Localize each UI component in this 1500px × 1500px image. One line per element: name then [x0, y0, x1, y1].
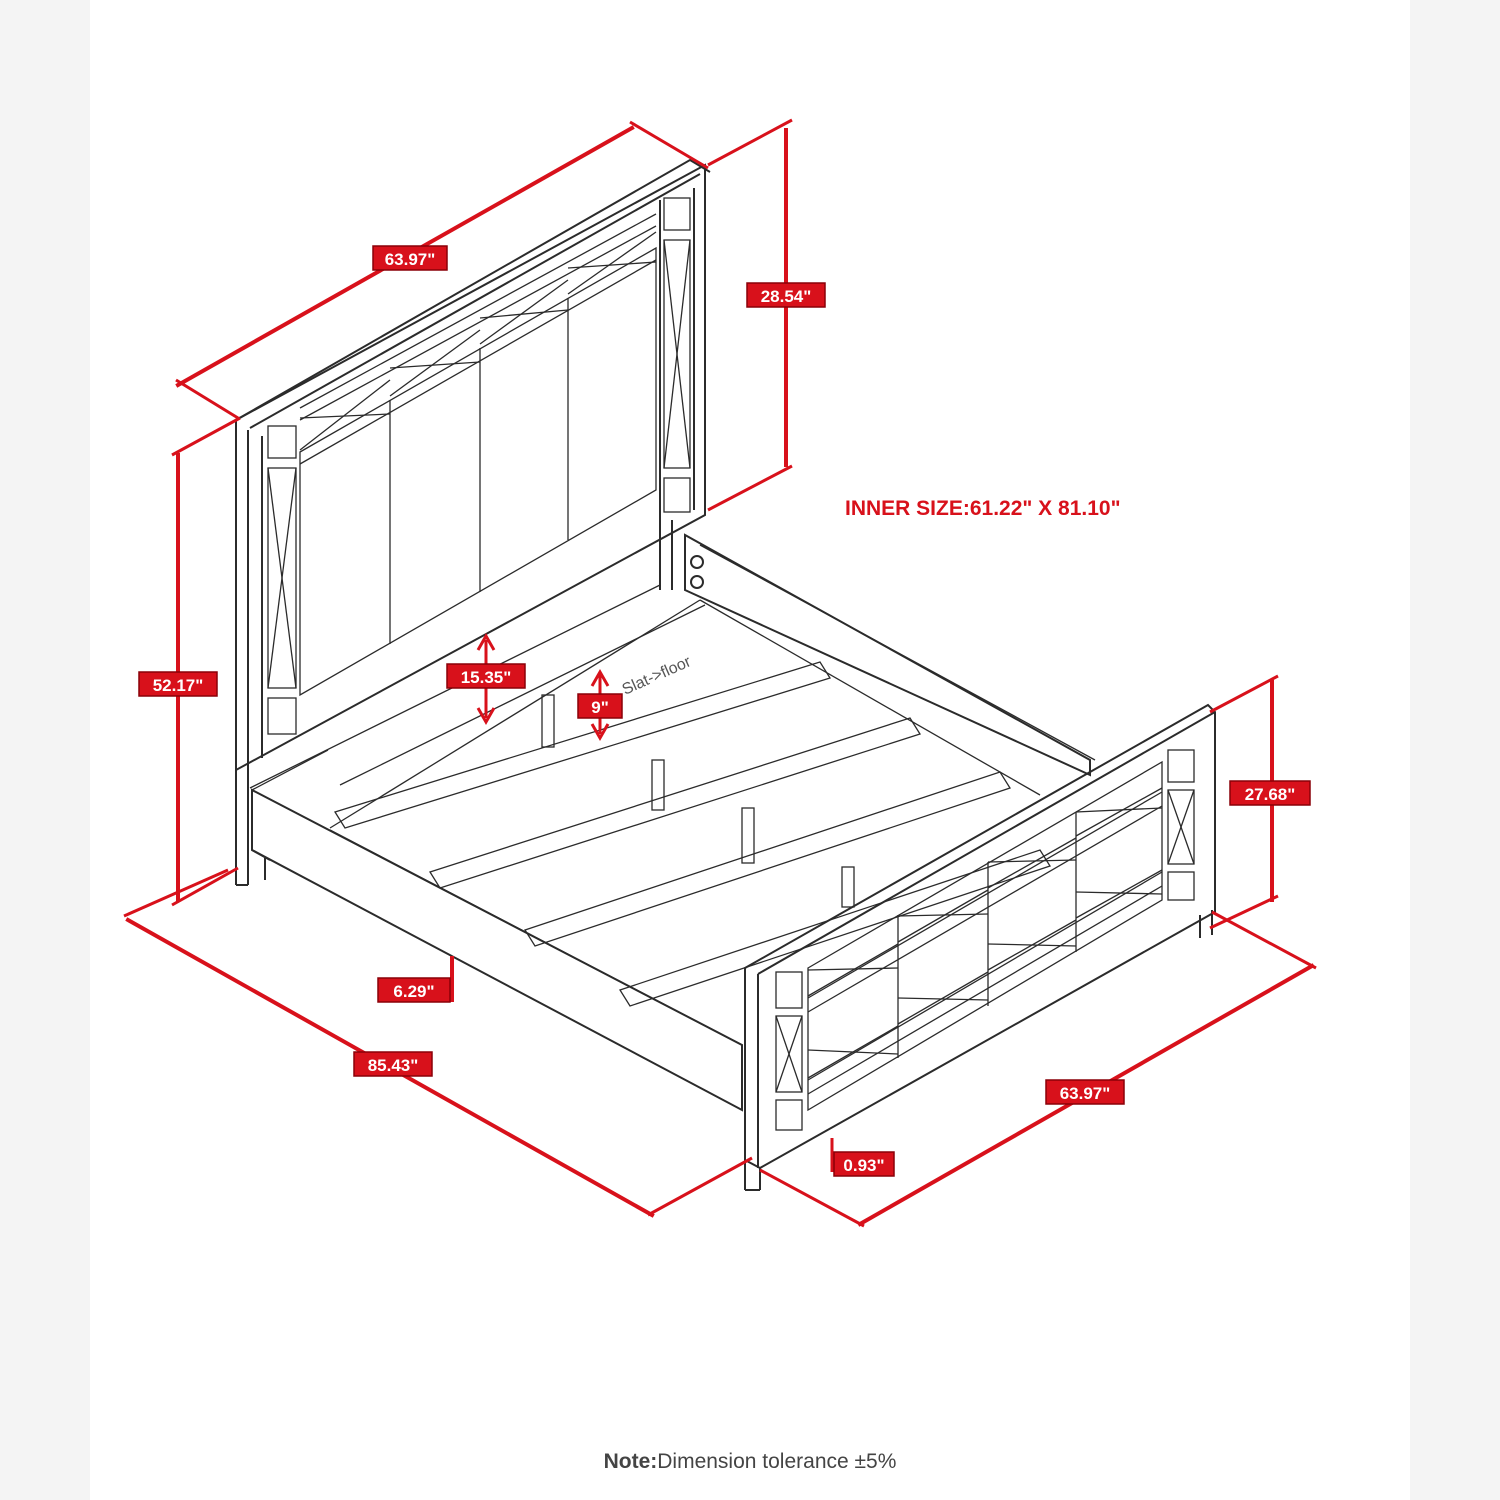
headboard — [235, 158, 711, 886]
svg-text:6.29": 6.29" — [393, 982, 434, 1001]
svg-text:52.17": 52.17" — [153, 676, 204, 695]
svg-text:63.97": 63.97" — [385, 250, 436, 269]
label-length: 85.43" — [353, 1051, 433, 1077]
label-footboard-width: 63.97" — [1045, 1079, 1125, 1105]
bed-frame — [249, 533, 1096, 1112]
footboard — [744, 703, 1216, 1191]
svg-text:63.97": 63.97" — [1060, 1084, 1111, 1103]
label-headboard-width: 63.97" — [372, 245, 448, 271]
svg-text:27.68": 27.68" — [1245, 785, 1296, 804]
svg-text:28.54": 28.54" — [761, 287, 812, 306]
note-text: Dimension tolerance ±5% — [657, 1450, 897, 1473]
dimension-labels: 63.97" 28.54" 52.17" 15.35" 9" 6.29" — [138, 245, 1311, 1177]
label-rail-height: 6.29" — [377, 977, 451, 1003]
inner-size-text: INNER SIZE:61.22" X 81.10" — [845, 497, 1121, 520]
svg-text:9": 9" — [591, 698, 609, 717]
dimension-note: Note:Dimension tolerance ±5% — [0, 1450, 1500, 1474]
note-prefix: Note: — [603, 1450, 658, 1473]
slat-floor-label: Slat->floor — [620, 653, 695, 699]
label-slat-clearance: 15.35" — [446, 663, 526, 689]
svg-text:15.35": 15.35" — [461, 668, 512, 687]
center-supports — [541, 694, 855, 908]
label-footboard-thickness: 0.93" — [833, 1151, 895, 1177]
label-headboard-panel-height: 28.54" — [746, 282, 826, 308]
label-slat-to-floor: 9" — [577, 693, 623, 719]
svg-text:85.43": 85.43" — [368, 1056, 419, 1075]
svg-text:0.93": 0.93" — [843, 1156, 884, 1175]
dimension-lines — [123, 118, 1317, 1228]
slats — [334, 604, 1051, 1007]
label-footboard-height: 27.68" — [1229, 780, 1311, 806]
label-total-height: 52.17" — [138, 671, 218, 697]
